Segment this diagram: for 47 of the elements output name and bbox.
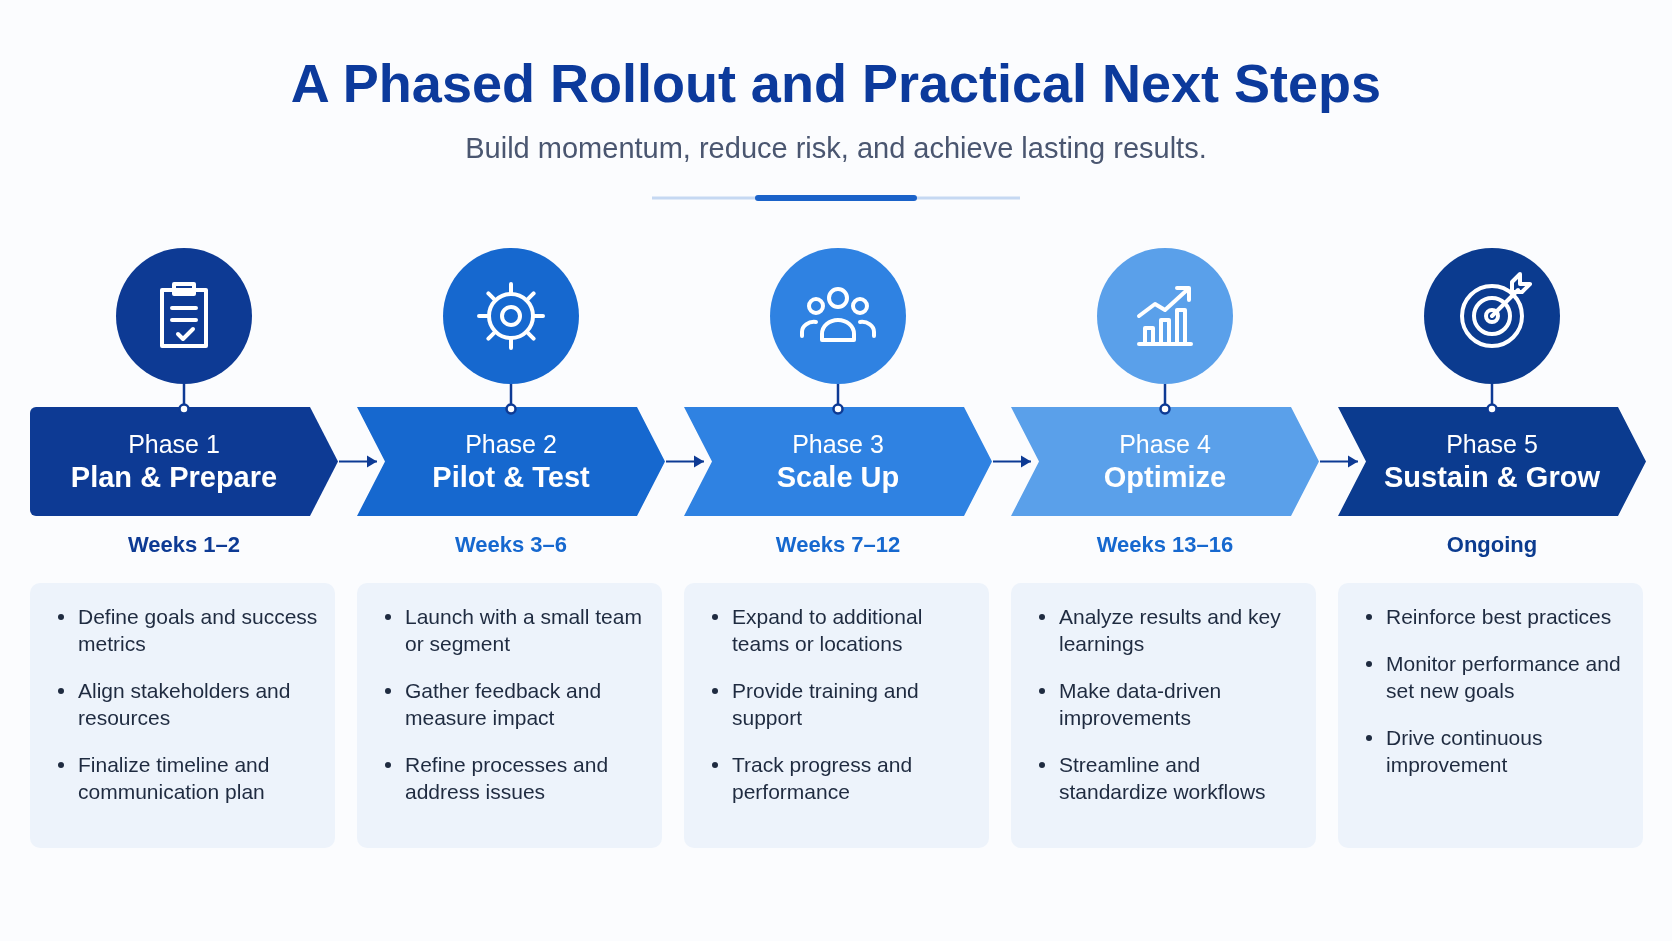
bullet-text: Provide training and support [732,679,919,729]
phase-number: Phase 1 [128,429,220,459]
bullet-text: Monitor performance and set new goals [1386,652,1621,702]
phase-title: Pilot & Test [432,460,590,494]
connector-stem [178,384,190,415]
phase-number: Phase 4 [1119,429,1211,459]
phase-title: Scale Up [776,460,900,494]
phase-title: Optimize [1103,460,1227,494]
bullet-card [357,583,662,848]
bullet-text: Track progress and performance [732,753,913,803]
chevron-arrow [992,455,1032,468]
phase-title: Plan & Prepare [70,460,278,494]
chevron-arrow [1319,455,1359,468]
bullet-card [1011,583,1316,848]
bullet-text: Drive continuous improvement [1386,726,1543,776]
bullet-card [1338,583,1643,848]
connector-stem [832,384,844,415]
bullet-text: Reinforce best practices [1386,605,1612,628]
duration-label: Weeks 3–6 [453,532,569,558]
bullet-text: Refine processes and address issues [405,753,609,803]
bullet-text: Analyze results and key learnings [1059,605,1281,655]
duration-label: Weeks 7–12 [774,532,902,558]
bullet-text: Define goals and success metrics [78,605,318,655]
chevron-arrow [665,455,705,468]
bullet-text: Launch with a small team or segment [405,605,642,655]
phase-title: Sustain & Grow [1384,460,1600,494]
bullet-card [30,583,335,848]
duration-label: Weeks 13–16 [1095,532,1235,558]
duration-label: Weeks 1–2 [126,532,242,558]
phase-banner [30,407,338,516]
bullet-text: Make data-driven improvements [1059,679,1222,729]
connector-stem [1486,384,1498,415]
bullet-text: Align stakeholders and resources [78,679,291,729]
phase-number: Phase 2 [465,429,557,459]
bullet-card [684,583,989,848]
bullet-text: Gather feedback and measure impact [405,679,602,729]
bullet-text: Finalize timeline and communication plan [78,753,270,803]
connector-stem [505,384,517,415]
phase-number: Phase 5 [1446,429,1538,459]
title: A Phased Rollout and Practical Next Steps [289,52,1383,114]
chevron-arrow [338,455,378,468]
bullet-text: Streamline and standardize workflows [1059,753,1266,803]
phase-number: Phase 3 [792,429,884,459]
duration-label: Ongoing [1445,532,1539,558]
bullet-text: Expand to additional teams or locations [732,605,923,655]
connector-stem [1159,384,1171,415]
subtitle: Build momentum, reduce risk, and achieve lasting results. [464,132,1208,165]
